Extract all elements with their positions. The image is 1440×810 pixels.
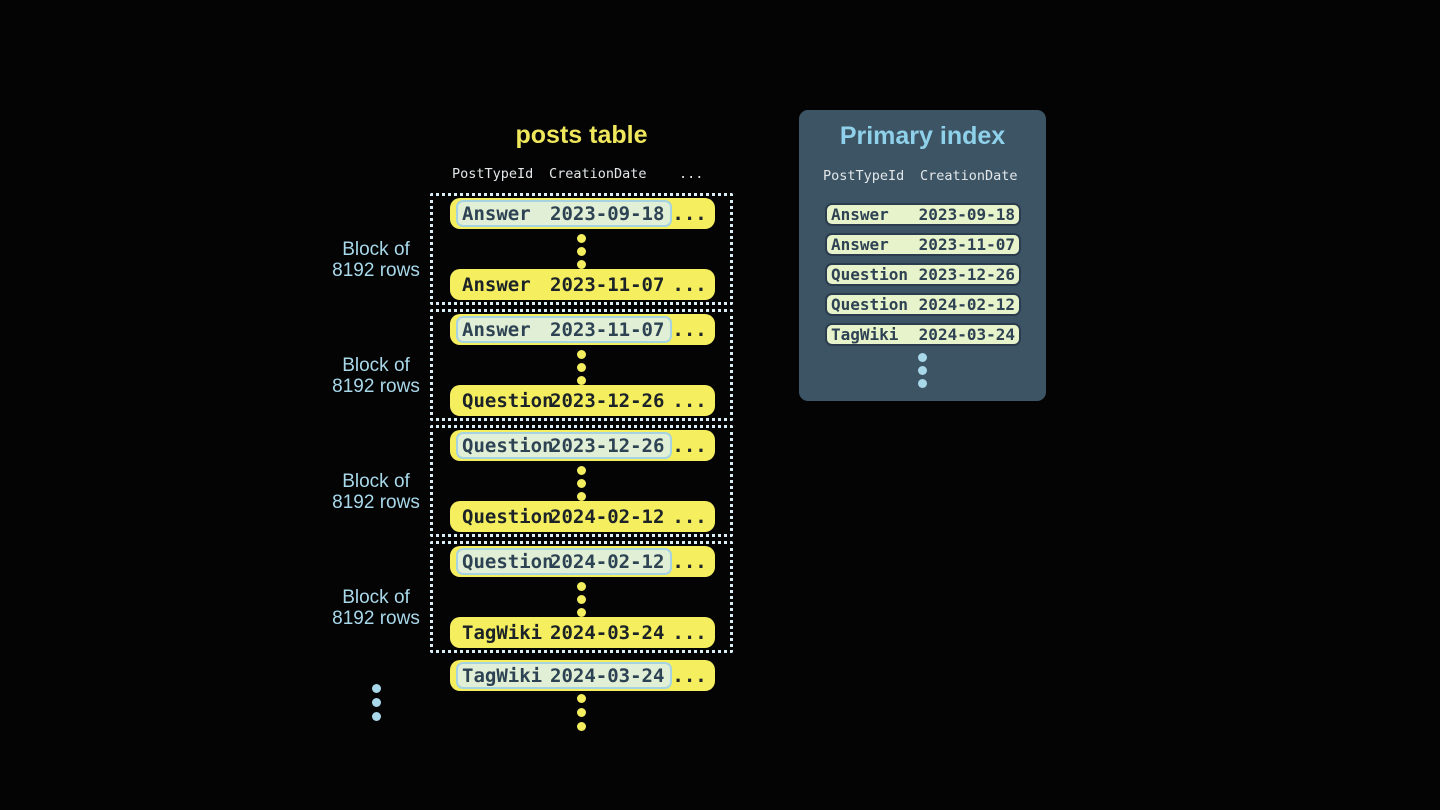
index-entry: Answer 2023-11-07 [825, 233, 1021, 256]
column-header-posttypeid: PostTypeId [823, 168, 905, 184]
post-type-cell: Question [831, 265, 909, 284]
block-label-line2: 8192 rows [332, 608, 420, 629]
creation-date-cell: 2024-03-24 [550, 621, 665, 644]
post-type-cell: Answer [462, 273, 531, 296]
more-columns-ellipsis: ... [672, 389, 707, 412]
post-type-cell: Question [462, 505, 554, 528]
indexed-row-highlight: Question 2023-12-26 [456, 432, 673, 459]
row-cells: Answer 2023-11-07 [456, 271, 672, 298]
row-block-3: Question 2023-12-26 ... Question 2024-02… [430, 425, 733, 537]
table-row: TagWiki 2024-03-24 ... [450, 660, 715, 691]
vertical-ellipsis-icon [430, 694, 733, 731]
indexed-row-highlight: Question 2024-02-12 [456, 548, 673, 575]
post-type-cell: Question [462, 434, 554, 457]
post-type-cell: Question [462, 389, 554, 412]
creation-date-cell: 2024-02-12 [550, 550, 665, 573]
block-label-line1: Block of [342, 587, 410, 608]
block-label-line2: 8192 rows [332, 376, 420, 397]
posts-table-header: PostTypeId CreationDate ... [450, 166, 723, 184]
more-columns-ellipsis: ... [672, 550, 707, 573]
index-entry: TagWiki 2024-03-24 [825, 323, 1021, 346]
column-header-creationdate: CreationDate [549, 166, 647, 182]
row-block-4: Question 2024-02-12 ... TagWiki 2024-03-… [430, 541, 733, 653]
block-label-line1: Block of [342, 471, 410, 492]
indexed-row-highlight: Answer 2023-09-18 [456, 200, 673, 227]
creation-date-cell: 2023-12-26 [550, 389, 665, 412]
more-columns-ellipsis: ... [672, 202, 707, 225]
block-size-label: Block of 8192 rows [306, 471, 446, 513]
post-type-cell: Question [831, 295, 909, 314]
creation-date-cell: 2023-09-18 [550, 202, 665, 225]
row-block-2: Answer 2023-11-07 ... Question 2023-12-2… [430, 309, 733, 421]
vertical-ellipsis-icon [433, 350, 730, 385]
table-row: Question 2024-02-12 ... [450, 501, 715, 532]
more-columns-ellipsis: ... [672, 621, 707, 644]
table-row: Question 2024-02-12 ... [450, 546, 715, 577]
primary-index-panel: Primary index PostTypeId CreationDate An… [799, 110, 1046, 401]
column-header-creationdate: CreationDate [920, 168, 1018, 184]
more-columns-ellipsis: ... [672, 318, 707, 341]
index-entry: Question 2024-02-12 [825, 293, 1021, 316]
post-type-cell: Question [462, 550, 554, 573]
table-row: Answer 2023-09-18 ... [450, 198, 715, 229]
row-cells: Question 2024-02-12 [456, 503, 672, 530]
creation-date-cell: 2023-09-18 [918, 205, 1015, 224]
post-type-cell: TagWiki [831, 325, 899, 344]
column-header-posttypeid: PostTypeId [452, 166, 534, 182]
creation-date-cell: 2023-12-26 [550, 434, 665, 457]
creation-date-cell: 2023-11-07 [918, 235, 1015, 254]
vertical-ellipsis-icon [799, 353, 1046, 388]
creation-date-cell: 2024-02-12 [550, 505, 665, 528]
row-cells: Question 2023-12-26 [456, 387, 672, 414]
post-type-cell: Answer [831, 205, 889, 224]
post-type-cell: TagWiki [462, 621, 543, 644]
index-entry: Question 2023-12-26 [825, 263, 1021, 286]
creation-date-cell: 2024-02-12 [918, 295, 1015, 314]
table-row: Answer 2023-11-07 ... [450, 314, 715, 345]
block-size-label: Block of 8192 rows [306, 587, 446, 629]
vertical-ellipsis-icon [340, 684, 412, 721]
table-row: Answer 2023-11-07 ... [450, 269, 715, 300]
creation-date-cell: 2024-03-24 [918, 325, 1015, 344]
table-row: Question 2023-12-26 ... [450, 430, 715, 461]
primary-index-title: Primary index [839, 122, 1006, 150]
indexed-row-highlight: TagWiki 2024-03-24 [456, 662, 673, 689]
more-columns-ellipsis: ... [672, 505, 707, 528]
post-type-cell: Answer [462, 202, 531, 225]
more-columns-ellipsis: ... [672, 434, 707, 457]
table-row: TagWiki 2024-03-24 ... [450, 617, 715, 648]
indexed-row-highlight: Answer 2023-11-07 [456, 316, 673, 343]
post-type-cell: Answer [831, 235, 889, 254]
more-columns-ellipsis: ... [672, 664, 707, 687]
index-entry: Answer 2023-09-18 [825, 203, 1021, 226]
post-type-cell: Answer [462, 318, 531, 341]
creation-date-cell: 2023-11-07 [550, 273, 665, 296]
row-block-1: Answer 2023-09-18 ... Answer 2023-11-07 … [430, 193, 733, 305]
primary-index-header: PostTypeId CreationDate [799, 168, 1046, 186]
block-size-label: Block of 8192 rows [306, 355, 446, 397]
posts-table-title: posts table [515, 121, 648, 149]
more-columns-ellipsis: ... [672, 273, 707, 296]
creation-date-cell: 2024-03-24 [550, 664, 665, 687]
block-label-line1: Block of [342, 239, 410, 260]
post-type-cell: TagWiki [462, 664, 543, 687]
creation-date-cell: 2023-11-07 [550, 318, 665, 341]
vertical-ellipsis-icon [433, 582, 730, 617]
column-header-more: ... [679, 166, 704, 182]
block-label-line2: 8192 rows [332, 492, 420, 513]
block-size-label: Block of 8192 rows [306, 239, 446, 281]
table-row: Question 2023-12-26 ... [450, 385, 715, 416]
row-cells: TagWiki 2024-03-24 [456, 619, 672, 646]
vertical-ellipsis-icon [433, 234, 730, 269]
block-label-line1: Block of [342, 355, 410, 376]
creation-date-cell: 2023-12-26 [918, 265, 1015, 284]
vertical-ellipsis-icon [433, 466, 730, 501]
block-label-line2: 8192 rows [332, 260, 420, 281]
